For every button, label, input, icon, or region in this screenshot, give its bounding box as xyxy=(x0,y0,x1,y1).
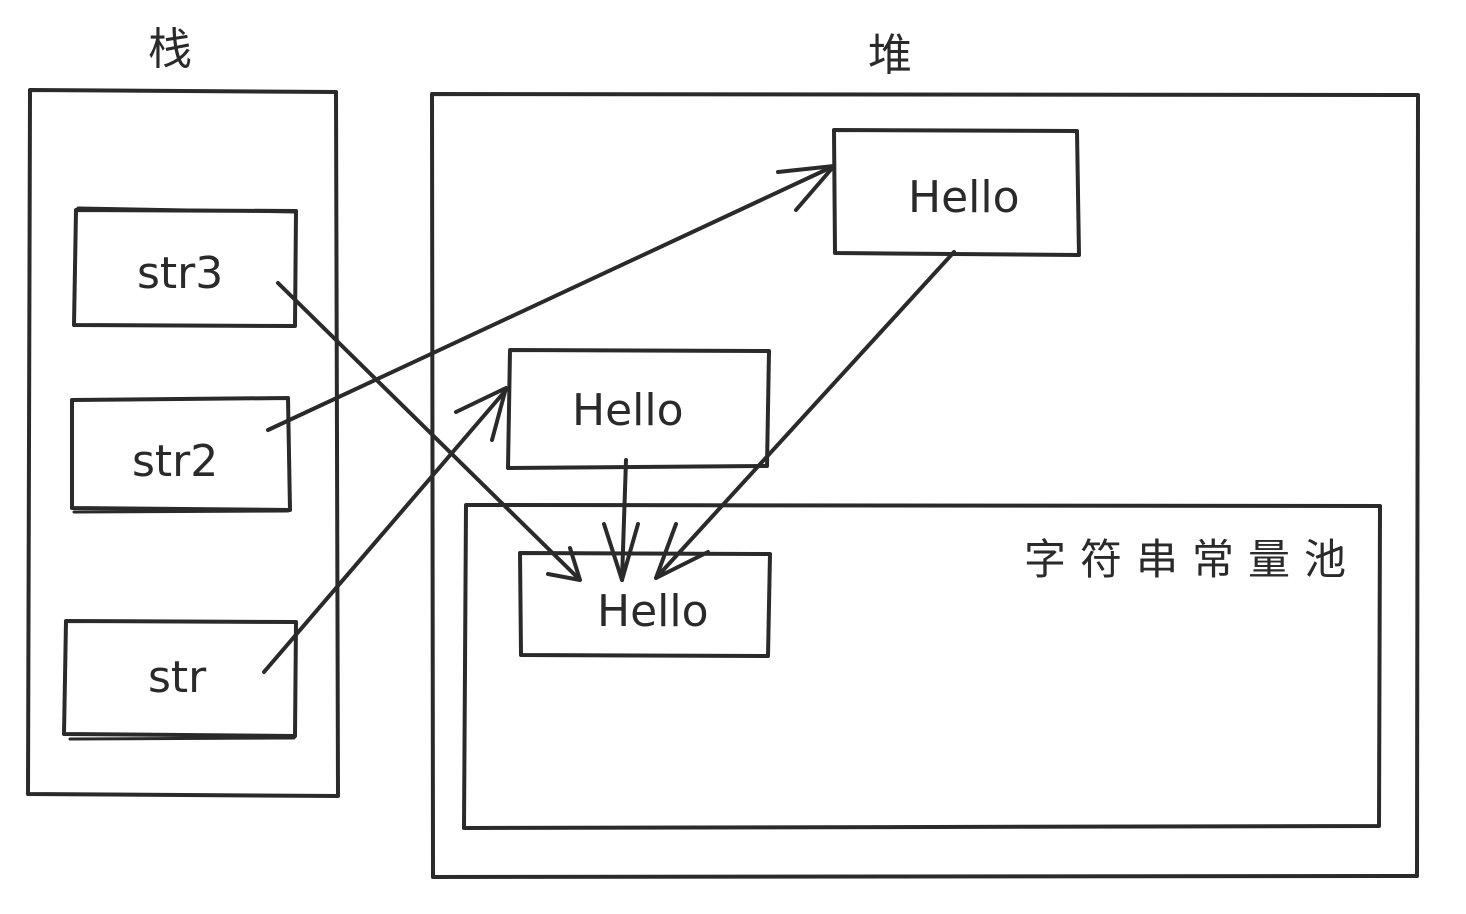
heap-object-top: Hello xyxy=(832,128,1081,257)
arrow-str2-to-top-object-shaft xyxy=(266,164,836,432)
stack-var-str3-sketch-stroke xyxy=(76,206,297,214)
arrow-top-to-pool-literal xyxy=(654,250,956,580)
arrow-str2-to-top-object-head xyxy=(776,164,836,212)
heap-object-middle: Hello xyxy=(506,348,771,470)
arrow-str3-to-pool-literal xyxy=(276,281,582,582)
stack-var-str: str xyxy=(62,619,298,741)
heap-object-middle-label: Hello xyxy=(572,385,684,436)
arrow-middle-to-pool-literal-shaft xyxy=(620,458,628,582)
pool-literal-label: Hello xyxy=(597,586,709,637)
stack-var-str-label: str xyxy=(148,652,207,703)
pool-literal-box xyxy=(518,551,772,658)
heap-region xyxy=(430,92,1420,879)
stack-var-str2-sketch-stroke xyxy=(72,509,290,514)
arrow-top-to-pool-literal-head xyxy=(654,522,710,580)
stack-var-str2-label: str2 xyxy=(132,436,218,487)
arrow-str-to-middle-object-head xyxy=(454,386,508,442)
pool-literal: Hello xyxy=(518,551,772,658)
string-constant-pool: 字符串常量池 Hello xyxy=(462,503,1382,830)
arrow-str3-to-pool-literal-head xyxy=(546,546,582,582)
stack-var-str3-label: str3 xyxy=(137,248,223,299)
stack-var-str-sketch-stroke xyxy=(68,736,296,741)
stack-var-str-box xyxy=(62,619,298,738)
stack-var-str2-box xyxy=(70,396,292,512)
stack-region xyxy=(26,88,340,798)
heap-title: 堆 xyxy=(868,30,912,81)
heap-object-middle-box xyxy=(506,348,771,470)
arrow-middle-to-pool-literal-head xyxy=(602,522,640,582)
stack-var-str2: str2 xyxy=(70,396,292,514)
heap-object-top-box xyxy=(832,128,1081,257)
stack-title: 栈 xyxy=(148,24,192,75)
arrow-str2-to-top-object xyxy=(266,164,836,432)
string-constant-pool-box xyxy=(462,503,1382,830)
arrow-str-to-middle-object-shaft xyxy=(262,388,508,674)
arrow-top-to-pool-literal-shaft xyxy=(654,250,956,580)
stack-var-str3: str3 xyxy=(72,206,298,328)
arrow-str-to-middle-object xyxy=(262,386,508,674)
arrow-middle-to-pool-literal xyxy=(602,458,640,582)
arrow-str3-to-pool-literal-shaft xyxy=(276,281,580,580)
string-constant-pool-title: 字符串常量池 xyxy=(1024,535,1360,584)
heap-object-top-label: Hello xyxy=(908,172,1020,223)
